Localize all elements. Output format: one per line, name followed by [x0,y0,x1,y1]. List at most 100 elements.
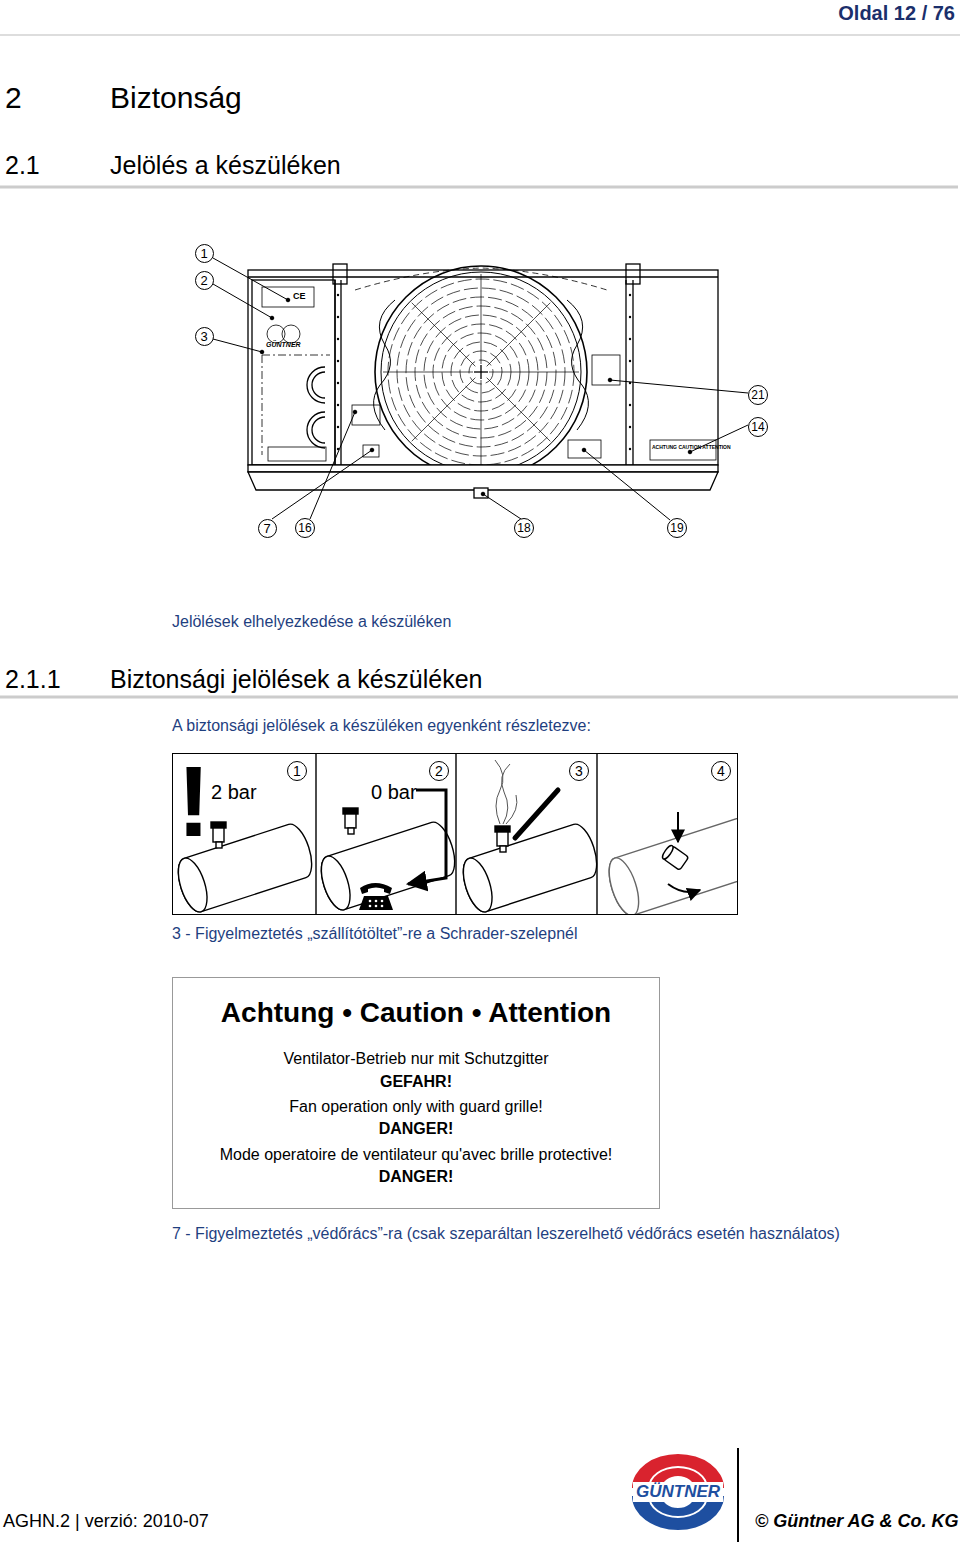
drawing-path [316,819,461,914]
fan-ring [375,266,587,478]
step-number: 2 [429,761,449,781]
rivet [337,316,339,318]
drawing-circle [260,350,264,354]
callout-number: 16 [295,518,315,538]
warning-sign: ! [177,751,210,851]
drawing-ellipse [173,855,213,916]
ce-mark: CE [293,291,306,302]
drawing-g [369,900,384,908]
page-heading: Biztonság [110,80,242,116]
rivet [629,404,631,406]
drawing-circle [381,905,384,908]
drawing-line [248,276,718,277]
escaping-gas [495,760,517,824]
footer-divider [737,1448,739,1542]
drawing-line [483,494,521,519]
drawing-line [213,284,272,318]
section-number: 2.1.1 [5,664,61,694]
callout-number: 1 [195,244,214,263]
drawing-rect [495,826,510,832]
drawing-path [312,417,325,443]
warning-line: DANGER! [379,1119,454,1138]
cylinder [603,809,737,914]
schrader-valve [343,808,358,834]
section-heading: Jelölés a készüléken [110,150,341,180]
drawing-circle [270,316,274,320]
rivet [337,294,339,296]
pressure-value: 2 bar [211,780,257,804]
drawing-rect [343,808,358,814]
drawing-line [213,339,262,352]
rivet [629,316,631,318]
drawing-path [359,896,393,910]
step-number: 4 [711,761,731,781]
drawing-circle [370,448,374,452]
rivet [337,382,339,384]
drawing-line [310,412,355,519]
figure-caption: 7 - Figyelmeztetés „védőrács”-ra (csak s… [172,1224,840,1243]
warning-line: GEFAHR! [380,1072,452,1091]
drawing-circle [282,325,300,343]
grille-spoke [489,372,579,373]
drawing-rect [500,846,506,852]
drip-tray [248,465,718,472]
arrow [677,812,679,842]
grille-spoke [487,303,551,367]
drawing-line [213,258,288,300]
callout-number: 14 [748,417,768,437]
warning-line: DANGER! [379,1167,454,1186]
drawing-path [458,821,603,916]
warning-line: Ventilator-Betrieb nur mit Schutzgitter [283,1049,548,1068]
sticker [352,405,380,425]
drawing-path [360,883,392,894]
drawing-ellipse [603,854,644,914]
callout-number: 7 [258,519,277,538]
drawing-path [506,795,517,824]
drawing-rect [348,828,354,834]
sticker-text: ACHTUNG CAUTION ATTENTION [652,444,731,450]
drawing-line [584,450,670,520]
step-number: 3 [569,761,589,781]
drawing-rect [216,842,222,848]
drawing-line [262,355,330,356]
callout-number: 19 [667,518,687,538]
drawing-line [272,450,372,519]
drawing-circle [286,298,290,302]
cell-divider [596,753,597,915]
drawing-ellipse [458,855,498,916]
drawing-circle [369,900,372,903]
drawing-path [603,809,737,914]
schrader-valve [495,826,510,852]
section-rule [0,696,958,699]
housing [248,270,718,465]
rivet [337,338,339,340]
step-number: 1 [287,761,307,781]
warning-line: Mode operatoire de ventilateur qu'avec b… [220,1145,613,1164]
cylinder [316,819,461,914]
rivet [629,426,631,428]
warning-label: Achtung • Caution • AttentionVentilator-… [172,977,660,1209]
sticker-illustrations [173,753,786,919]
grille-spoke [412,378,476,442]
grille-spoke [487,378,551,442]
logo-text: GÜNTNER [266,341,301,349]
drawing-circle [353,410,357,414]
warning-line: Fan operation only with guard grille! [289,1097,542,1116]
leader-lines [213,258,748,520]
callout-number: 3 [195,327,214,346]
rivet [629,448,631,450]
drawing-path [567,300,588,430]
pressure-value: 0 bar [371,780,417,804]
telephone-icon [359,883,393,910]
grille-spoke [481,274,482,364]
warning-sticker-panel: !2 bar 1 0 bar 2 3 4 [172,753,738,915]
side-panel [252,280,335,465]
unit-drawing [248,264,718,498]
header-rule [0,35,960,36]
callout-number: 2 [195,271,214,290]
body-text: A biztonsági jelölések a készüléken egye… [172,716,591,735]
drawing-line [625,280,626,465]
drawing-g [603,809,737,914]
drawing-path [495,760,503,824]
drawing-ellipse [316,853,356,914]
